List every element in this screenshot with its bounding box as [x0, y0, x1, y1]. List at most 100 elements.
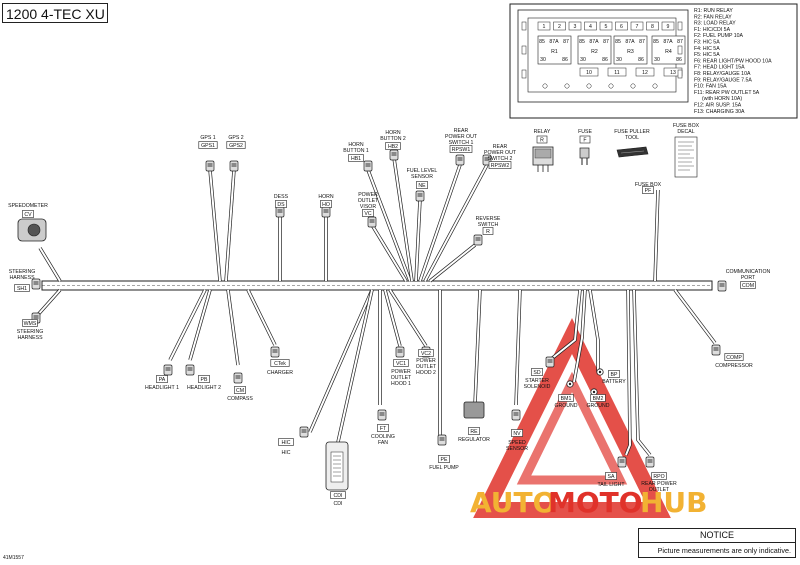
connector-label: HARNESS [9, 275, 35, 281]
connector-label: TAIL LIGHT [597, 482, 625, 488]
relay-pin: 85 [653, 39, 659, 45]
code-box [22, 319, 38, 327]
connector-code: PA [159, 377, 166, 383]
connector-label: OUTLET [416, 364, 437, 370]
connector-code: PF [645, 188, 652, 194]
code-box [488, 161, 512, 169]
fuse-number: 6 [620, 24, 623, 30]
code-box [362, 209, 374, 217]
harness-trunk [41, 280, 713, 291]
connector-code: HB1 [351, 156, 361, 162]
connector-code: VC2 [421, 351, 431, 357]
relay-pin: 86 [638, 57, 644, 63]
relay-pin: 30 [580, 57, 586, 63]
fuse-number: 13 [670, 70, 676, 76]
document-number: 41M1557 [3, 555, 24, 561]
connector-label: GPS 2 [228, 135, 243, 141]
connector-code: COMP [726, 355, 742, 361]
connector-label: FUEL PUMP [429, 465, 459, 471]
connector-code: RE [470, 429, 478, 435]
connector-label: STEERING [17, 329, 44, 335]
connector-label: STARTER [525, 378, 549, 384]
code-box [558, 394, 574, 402]
connector-label: FUEL LEVEL [407, 168, 438, 174]
relay-name: R2 [591, 49, 598, 55]
relay-pin: 87A [549, 39, 559, 45]
connector-label: BUTTON 1 [343, 148, 369, 154]
code-box [651, 472, 667, 480]
connector-code: GPS1 [201, 143, 215, 149]
fuse-slot-f5: 5 [599, 21, 613, 31]
connector-taillight: SA TAIL LIGHT [597, 456, 627, 488]
code-box [275, 200, 287, 208]
connector-label: FAN [378, 440, 388, 446]
cdi-unit [325, 441, 349, 491]
legend-line: R3: LOAD RELAY [694, 21, 736, 27]
connector-label: SPEEDOMETER [8, 203, 48, 209]
fuse-number: 11 [614, 70, 619, 76]
relay-pin: 30 [654, 57, 660, 63]
part-relay: RELAY R [532, 129, 554, 172]
connector-code: VC [364, 211, 371, 217]
fuse-number: 4 [589, 24, 592, 30]
connector-code: CV [24, 212, 32, 218]
connector-code: RPSW1 [452, 147, 471, 153]
connector-code: CM [236, 388, 244, 394]
relay-pin: 86 [676, 57, 682, 63]
fuse-number: 3 [574, 24, 577, 30]
connector-code: PB [201, 377, 208, 383]
code-box [642, 186, 654, 194]
code-box [14, 284, 30, 292]
code-box [416, 181, 428, 189]
connector-code: CDI [334, 493, 343, 499]
connector-label: HARNESS [17, 335, 43, 341]
connector-code: SD [533, 370, 540, 376]
relay-pin: 87A [589, 39, 599, 45]
legend-line: F2: FUEL PUMP 10A [694, 33, 744, 39]
fuse-number: 2 [558, 24, 561, 30]
connector-label: REAR POWER [641, 481, 677, 487]
connector-code: SA [608, 474, 615, 480]
code-box [605, 472, 617, 480]
connector-code: BM2 [593, 396, 604, 402]
connector-code: PE [441, 457, 448, 463]
connector-speedometer: SPEEDOMETER CV [8, 203, 48, 242]
connector-code: RPO [653, 474, 664, 480]
connector-code: VC1 [396, 361, 406, 367]
legend-line: F10: FAN 15A [694, 84, 727, 90]
code-box [385, 142, 401, 150]
connector-label: SENSOR [411, 174, 433, 180]
fuse-slot-f10: 10 [579, 67, 599, 77]
connector-code: CTek [274, 361, 286, 367]
watermark-hub: HUB [640, 486, 708, 519]
relay-pin: 85 [579, 39, 585, 45]
relay-pin: 30 [616, 57, 622, 63]
code-box [724, 353, 744, 361]
code-box [270, 359, 290, 367]
relay-pin: 87A [625, 39, 635, 45]
fuse-number: 10 [586, 70, 592, 76]
svg-text:FUSE BOX: FUSE BOX [673, 123, 700, 129]
code-box [156, 375, 168, 383]
legend-line: F13: CHARGING 30A [694, 109, 745, 115]
code-box [278, 438, 294, 446]
fuse-number: 9 [667, 24, 670, 30]
fuse-code: F [583, 138, 586, 144]
